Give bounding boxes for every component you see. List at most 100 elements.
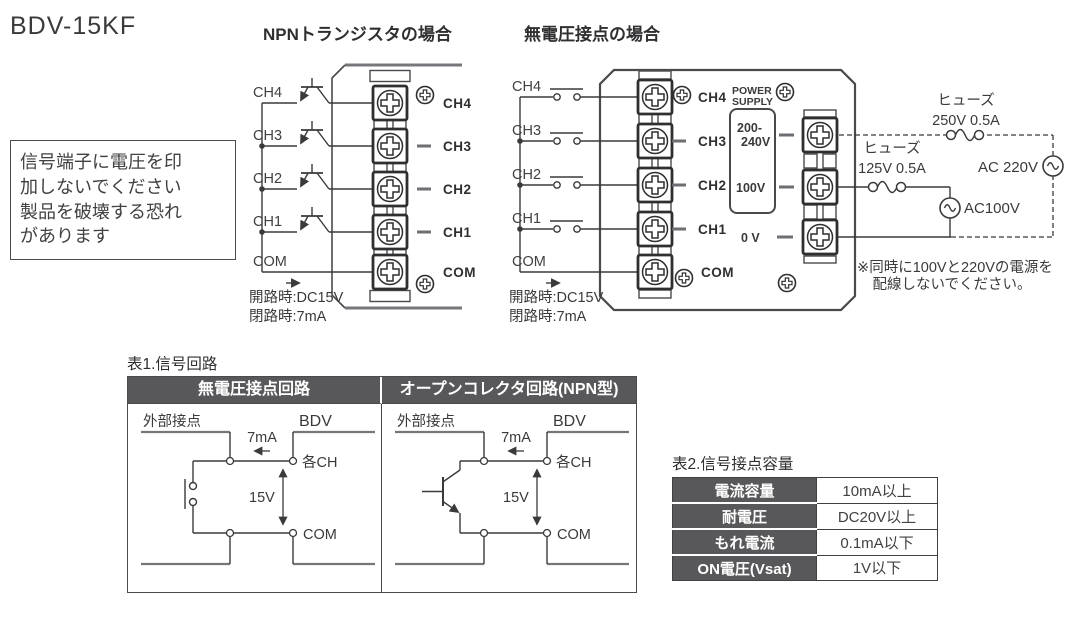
terminal-dashes bbox=[672, 133, 794, 239]
table2: 表2.信号接点容量 電流容量 10mA以上 耐電圧 DC20V以上 もれ電流 0… bbox=[672, 452, 938, 581]
screw-terminal bbox=[636, 122, 674, 160]
table2-title: 表2.信号接点容量 bbox=[672, 456, 794, 473]
npn-section-title: NPNトランジスタの場合 bbox=[263, 25, 452, 44]
dry-contact-section-title: 無電圧接点の場合 bbox=[524, 25, 660, 44]
power-warning-note: ※同時に100Vと220Vの電源を bbox=[857, 259, 1053, 276]
screw-terminal bbox=[801, 168, 839, 206]
zero-volt-label: 0 V bbox=[741, 231, 760, 245]
voltage-range-label: 240V bbox=[741, 135, 771, 149]
connector-tab bbox=[369, 289, 411, 303]
npn-transistor-icon bbox=[300, 164, 330, 190]
current-label: 7mA bbox=[247, 430, 277, 446]
voltage-label: 15V bbox=[503, 490, 529, 506]
warning-line: 信号端子に電圧を印 bbox=[20, 152, 182, 172]
table1-title: 表1.信号回路 bbox=[127, 356, 218, 373]
contact-switch-icon bbox=[550, 132, 583, 145]
com-label: COM bbox=[557, 527, 591, 543]
power-warning-note: 配線しないでください。 bbox=[872, 276, 1031, 293]
table1-grid: 無電圧接点回路 オープンコレクタ回路(NPN型) bbox=[127, 376, 637, 593]
terminal-label: COM bbox=[701, 265, 734, 280]
ac100-label: AC100V bbox=[964, 200, 1020, 217]
each-ch-label: 各CH bbox=[302, 454, 337, 471]
dry-contact-diagram: CH4 CH3 CH2 CH1 COM POWER SUPPLY 200- 24… bbox=[509, 68, 1064, 325]
wire-label: CH1 bbox=[512, 211, 541, 227]
wire-label: COM bbox=[512, 254, 546, 270]
contact-switch-icon bbox=[184, 479, 198, 509]
npn-junction-dots bbox=[259, 143, 265, 235]
spec-value: 0.1mA以下 bbox=[816, 528, 938, 556]
screw-terminal bbox=[636, 253, 674, 291]
terminal-label: CH4 bbox=[443, 96, 472, 111]
screw-icon bbox=[775, 82, 795, 102]
contact-switch-icons bbox=[550, 88, 583, 233]
terminal-label: CH3 bbox=[443, 139, 472, 154]
screw-terminal bbox=[371, 84, 409, 122]
table1: 表1.信号回路 無電圧接点回路 オープンコレクタ回路(NPN型) bbox=[127, 352, 637, 593]
voltage-range-box bbox=[729, 108, 776, 214]
terminal-label: CH1 bbox=[698, 222, 727, 237]
screw-terminal bbox=[371, 213, 409, 251]
fuse-rating: 125V 0.5A bbox=[858, 161, 926, 177]
npn-transistor-icon bbox=[422, 469, 461, 514]
connector-tab bbox=[638, 70, 672, 80]
wire-label: CH4 bbox=[253, 85, 282, 101]
connector-tab bbox=[638, 289, 672, 299]
fuse-icon bbox=[945, 128, 985, 142]
wire-label: COM bbox=[253, 254, 287, 270]
screw-terminal bbox=[636, 78, 674, 116]
bdv-label: BDV bbox=[553, 413, 586, 430]
wire-label: CH3 bbox=[512, 123, 541, 139]
wiring-diagram: CH4 CH3 CH2 CH1 COM CH4 CH3 CH2 CH1 COM … bbox=[249, 63, 1064, 325]
open-circuit-note: 開路時:DC15V bbox=[249, 289, 344, 306]
fuse-icon bbox=[867, 180, 907, 194]
contact-switch-icon bbox=[550, 88, 583, 101]
model-title: BDV-15KF bbox=[10, 12, 137, 40]
npn-transistor-icon bbox=[300, 121, 330, 147]
spec-value: 10mA以上 bbox=[816, 477, 938, 504]
voltage-range-label: 100V bbox=[736, 181, 766, 195]
terminal-dashes bbox=[417, 144, 431, 234]
open-circuit-note: 開路時:DC15V bbox=[509, 289, 604, 306]
screw-terminal bbox=[371, 253, 409, 291]
power-supply-label: POWER bbox=[732, 85, 772, 97]
bdv-label: BDV bbox=[299, 413, 332, 430]
voltage-range-label: 200- bbox=[737, 121, 762, 135]
boundary-lines bbox=[395, 430, 629, 566]
screw-terminal bbox=[636, 210, 674, 248]
npn-wires bbox=[261, 102, 378, 273]
boundary-lines bbox=[141, 430, 375, 566]
npn-transistor-icons bbox=[300, 78, 330, 233]
fuse-rating: 250V 0.5A bbox=[932, 113, 1000, 129]
spec-value: DC20V以上 bbox=[816, 502, 938, 530]
power-circuit: ヒューズ 250V 0.5A ヒューズ 125V 0.5A AC 220V AC… bbox=[838, 92, 1064, 238]
current-label: 7mA bbox=[501, 430, 531, 446]
contact-switch-icon bbox=[550, 176, 583, 189]
spec-label: ON電圧(Vsat) bbox=[672, 554, 817, 581]
terminal-label: CH2 bbox=[443, 182, 472, 197]
terminal-label: CH1 bbox=[443, 225, 472, 240]
screw-icon bbox=[415, 85, 435, 105]
ac-source-icon bbox=[939, 197, 961, 219]
spec-label: もれ電流 bbox=[672, 528, 817, 556]
terminal-circles bbox=[479, 456, 552, 538]
npn-transistor-icon bbox=[300, 207, 330, 233]
screw-icon bbox=[415, 274, 435, 294]
open-collector-circuit-cell: 外部接点 BDV 7mA 各CH 15V COM bbox=[382, 404, 636, 592]
table-row: もれ電流 0.1mA以下 bbox=[672, 528, 938, 556]
terminal-label: CH4 bbox=[698, 90, 727, 105]
connector-tab bbox=[803, 255, 837, 264]
npn-transistor-icon bbox=[300, 78, 330, 104]
contact-switch-icon bbox=[550, 220, 583, 233]
screw-terminal bbox=[636, 166, 674, 204]
wire-label: CH3 bbox=[253, 128, 282, 144]
warning-box: 信号端子に電圧を印 加しないでください 製品を破壊する恐れ があります bbox=[10, 140, 236, 260]
each-ch-label: 各CH bbox=[556, 454, 591, 471]
circuit-wires bbox=[459, 432, 548, 564]
wire-label: CH1 bbox=[253, 214, 282, 230]
external-contact-label: 外部接点 bbox=[397, 413, 455, 430]
spec-label: 電流容量 bbox=[672, 477, 817, 504]
ac220-dashed-wire bbox=[839, 134, 1054, 238]
wire-label: CH2 bbox=[512, 167, 541, 183]
screw-terminal bbox=[371, 170, 409, 208]
